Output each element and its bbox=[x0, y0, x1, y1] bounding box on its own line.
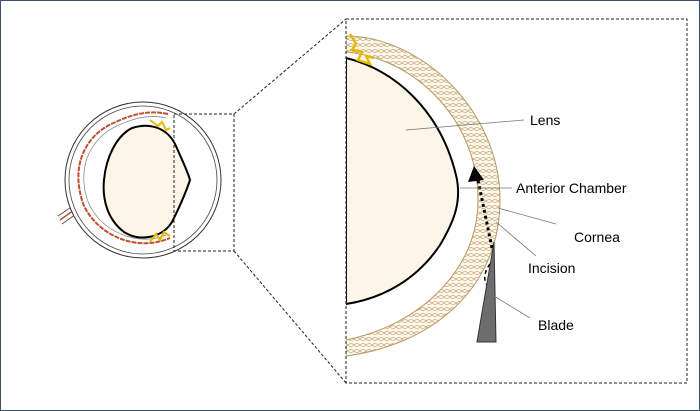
zoom-frame bbox=[345, 18, 688, 384]
blade-leader bbox=[493, 295, 531, 319]
small-eye bbox=[57, 101, 222, 259]
label-cornea: Cornea bbox=[574, 229, 620, 245]
label-blade: Blade bbox=[538, 317, 574, 333]
zonule-zoom bbox=[348, 33, 375, 67]
label-incision: Incision bbox=[528, 260, 575, 276]
label-lens: Lens bbox=[530, 112, 560, 128]
zonule-top bbox=[149, 119, 171, 132]
incision-leader bbox=[495, 221, 537, 257]
label-anterior-chamber: Anterior Chamber bbox=[516, 180, 627, 196]
blade-shape bbox=[476, 241, 497, 343]
zoom-region-box bbox=[173, 113, 235, 252]
cornea-band bbox=[346, 35, 501, 357]
zoom-connector-top bbox=[233, 18, 347, 115]
cornea-leader bbox=[497, 207, 557, 225]
choroid bbox=[83, 116, 169, 240]
lens-leader bbox=[405, 119, 525, 131]
zoom-connector-bottom bbox=[233, 250, 347, 384]
zonule-bottom bbox=[149, 230, 171, 243]
zoomed-view bbox=[346, 33, 501, 357]
incision-arrow bbox=[468, 166, 484, 182]
small-lens bbox=[102, 124, 192, 239]
lens-shape bbox=[346, 56, 460, 306]
retina bbox=[77, 111, 171, 245]
